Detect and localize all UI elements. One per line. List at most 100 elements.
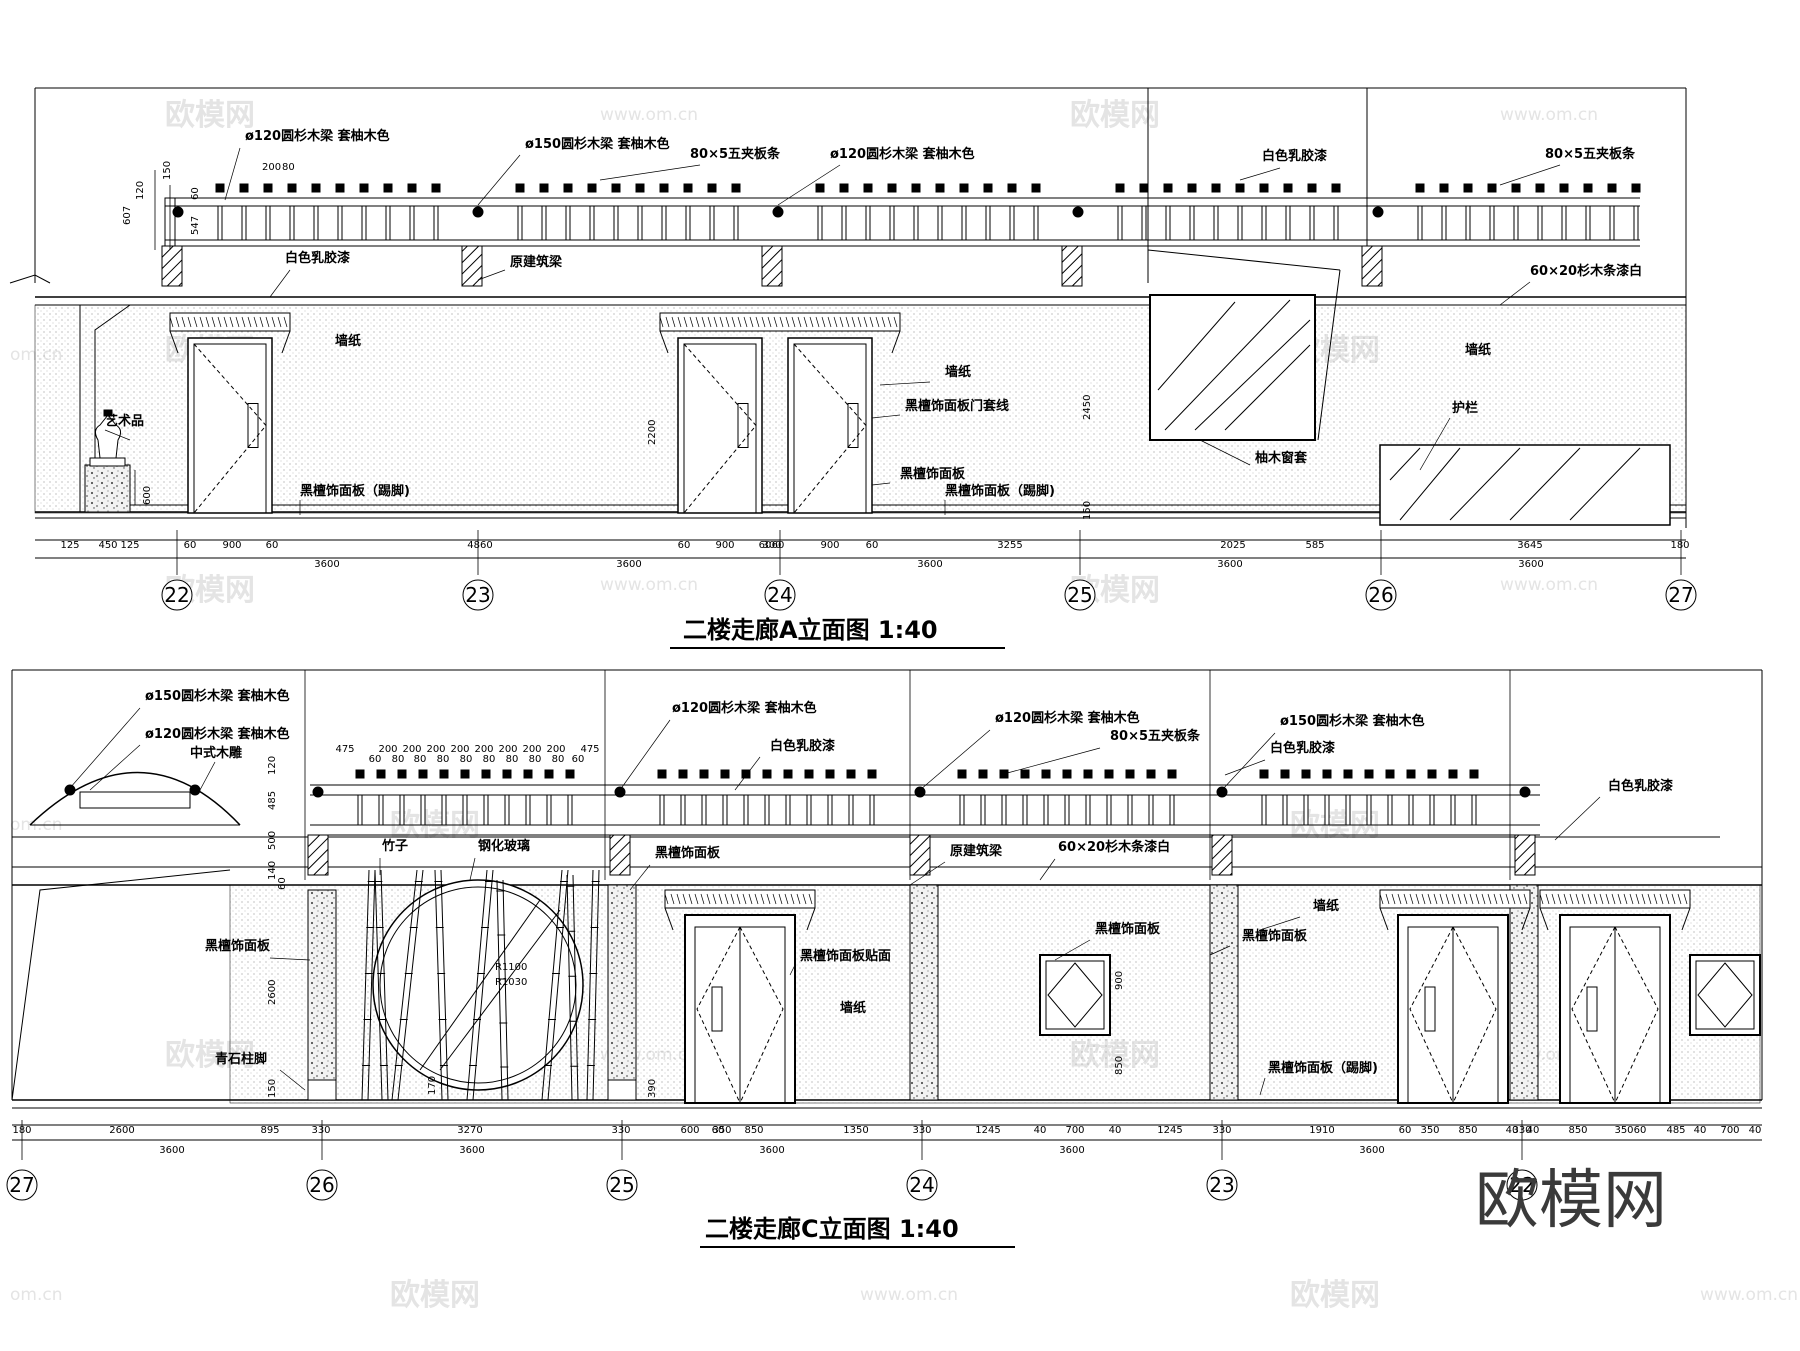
rail-baluster [827,794,833,826]
leader-line [1499,281,1531,306]
baluster-cap [563,183,573,193]
rail-baluster [680,794,686,826]
rail-baluster [313,205,319,241]
guardrail-hatch [1449,447,1521,521]
baluster-cap [846,769,856,779]
original-beam-post [1514,834,1536,876]
rail-baluster [1237,205,1243,241]
line [869,316,874,328]
leader-line [1199,439,1251,466]
rail-dimension: 200 [474,744,493,755]
rail-baluster [1585,205,1591,241]
annotation-label: ø150圆杉木梁 套柚木色 [525,136,670,152]
round-beam-end [772,206,784,218]
window-c2-frame [1695,960,1755,1030]
line [815,316,820,328]
baluster-cap [804,769,814,779]
rail-baluster [1189,205,1195,241]
baluster-cap [383,183,393,193]
axis-bubble [1064,579,1096,611]
axis-label: 26 [309,1173,334,1197]
axis-bubble [1206,1169,1238,1201]
vertical-dimension: 850 [1114,1056,1125,1075]
door-c3-handle [1586,986,1598,1032]
annotation-label: ø120圆杉木梁 套柚木色 [672,700,817,716]
line [187,316,192,328]
carved-lintel [664,889,816,909]
baluster-cap [587,183,597,193]
line [802,893,807,905]
axis-label: 25 [609,1173,634,1197]
line [1659,893,1664,905]
leader-line [1554,796,1601,841]
line [833,316,838,328]
rail-baluster [806,794,812,826]
line [695,316,700,328]
line [754,893,759,905]
line [743,316,748,328]
rail-baluster [1001,794,1007,826]
line [778,893,783,905]
dimension-text: 125 [60,540,79,551]
annotation-label: 墙纸 [335,333,361,349]
line [761,316,766,328]
annotation-label: 黑檀饰面板 [655,845,721,861]
line [731,316,736,328]
rail-baluster [959,794,965,826]
line [682,893,687,905]
line [755,316,760,328]
rail-baluster [1261,794,1267,826]
bay-dimension: 3600 [159,1145,184,1156]
baluster-cap [335,183,345,193]
baluster-cap [1631,183,1641,193]
line [1317,269,1341,441]
line [1677,893,1682,905]
leader-line [1499,164,1561,186]
line [670,893,675,905]
line [730,893,735,905]
dimension-text: 40 [1506,1125,1519,1136]
teak-window [1149,294,1316,441]
vertical-dimension: 2600 [267,980,278,1005]
line [247,316,252,328]
door-a1-inner [193,343,267,514]
rail-baluster [1117,205,1123,241]
axis-label: 22 [1509,1173,1534,1197]
line [891,330,901,354]
line [772,893,777,905]
rail-baluster [361,205,367,241]
baluster-cap [825,769,835,779]
leader-line [89,744,141,791]
leader-line [224,147,241,201]
baluster-cap [1301,769,1311,779]
dimension-text: 40 [1527,1125,1540,1136]
annotation-label: 墙纸 [1465,342,1491,358]
line [785,316,790,328]
dimension-text: 3645 [1517,540,1542,551]
rail-baluster [1333,205,1339,241]
line [725,316,730,328]
line [211,316,216,328]
annotation-label: ø120圆杉木梁 套柚木色 [995,710,1140,726]
baluster-cap [1307,183,1317,193]
rail-baluster [1165,205,1171,241]
line [659,330,669,354]
line [181,316,186,328]
line [1617,893,1622,905]
door-a3-handle [847,403,859,448]
annotation-label: 原建筑梁 [950,843,1003,859]
baluster-cap [762,769,772,779]
baluster-cap [287,183,297,193]
stone-column [1509,884,1539,1101]
line [713,316,718,328]
glass-hatch [1157,301,1236,391]
line [1569,893,1574,905]
line [1493,893,1498,905]
line [791,316,796,328]
baluster-cap [215,183,225,193]
rail-baluster [1148,794,1154,826]
door-a1-handle [247,403,259,448]
rail-baluster [722,794,728,826]
dimension-text: 330 [311,1125,330,1136]
